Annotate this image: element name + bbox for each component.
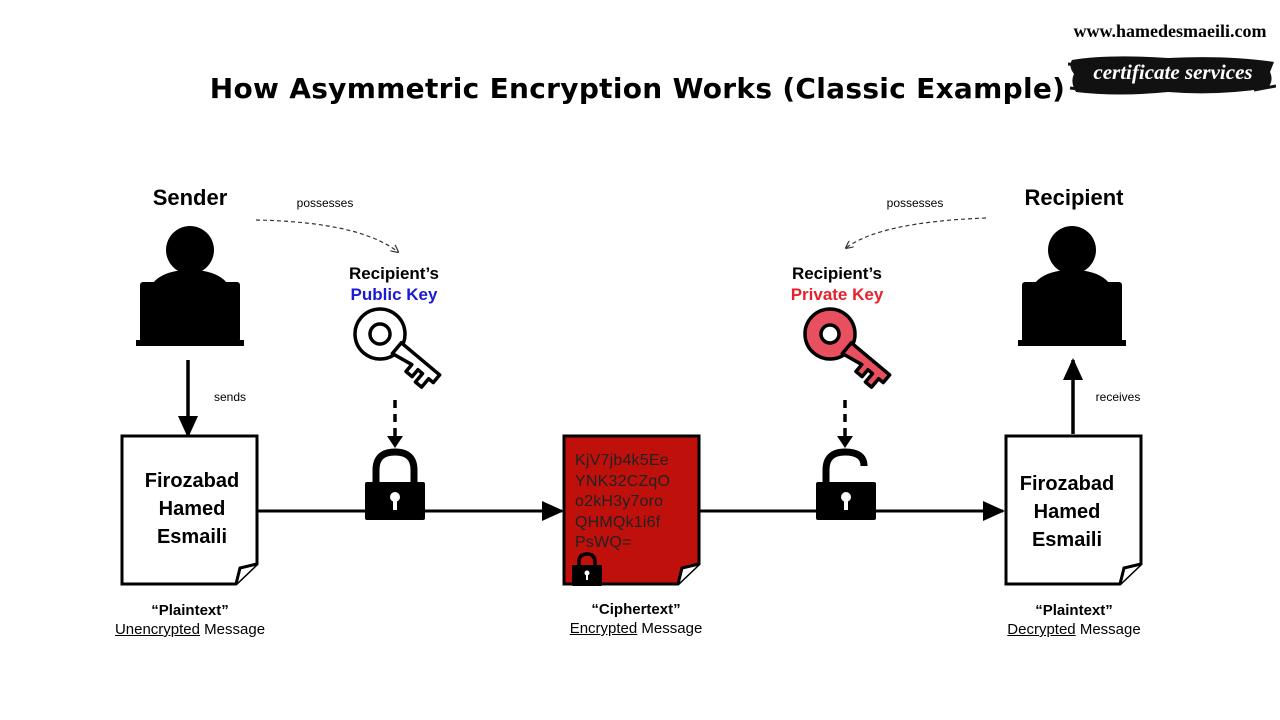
ciphertext-caption: “Ciphertext” Encrypted Message <box>526 600 746 638</box>
sender-possesses-arrow <box>255 219 398 252</box>
ciphertext-suffix: Message <box>637 620 703 637</box>
brush-banner <box>1068 56 1276 95</box>
ciphertext-line: KjV7jb4k5Ee <box>575 452 669 469</box>
plaintext-left-suffix: Message <box>200 621 266 638</box>
public-key-icon <box>353 307 442 389</box>
plaintext-right-content: Firozabad Hamed Esmaili <box>1002 470 1132 554</box>
plaintext-right-title: “Plaintext” <box>1035 602 1113 619</box>
plaintext-right-line: Hamed <box>1033 501 1101 523</box>
plaintext-left-line: Esmaili <box>156 526 228 548</box>
public-key-owner: Recipient’s <box>348 264 440 283</box>
receives-label: receives <box>1095 390 1141 404</box>
sender-user-icon <box>136 226 244 346</box>
ciphertext-document <box>562 434 701 586</box>
plaintext-document-right <box>1004 434 1143 586</box>
plaintext-left-content: Firozabad Hamed Esmaili <box>127 467 257 551</box>
plaintext-left-caption: “Plaintext” Unencrypted Message <box>80 601 300 639</box>
plaintext-left-line: Hamed <box>158 498 226 520</box>
plaintext-right-line: Esmaili <box>1031 529 1103 551</box>
closed-lock-icon <box>365 448 425 520</box>
plaintext-left-line: Firozabad <box>144 470 240 492</box>
ciphertext-line: QHMQk1i6f <box>575 513 661 531</box>
recipient-label: Recipient <box>1024 185 1124 210</box>
plaintext-left-state: Unencrypted <box>114 621 200 638</box>
plaintext-right-state: Decrypted <box>1007 621 1076 638</box>
ciphertext-state: Encrypted <box>569 620 638 637</box>
open-lock-icon <box>816 448 876 520</box>
diagram-title: How Asymmetric Encryption Works (Classic… <box>209 72 1066 105</box>
private-key-owner: Recipient’s <box>791 264 883 283</box>
ciphertext-content: KjV7jb4k5Ee YNK32CZqO o2kH3y7oro QHMQk1i… <box>575 451 695 554</box>
ciphertext-line: PsWQ= <box>575 534 632 551</box>
recipient-possesses-label: possesses <box>886 196 944 210</box>
tagline: certificate services <box>1093 60 1253 84</box>
sender-label: Sender <box>152 185 228 210</box>
private-key-name: Private Key <box>790 285 884 304</box>
private-key-label: Recipient’s Private Key <box>737 263 937 305</box>
plaintext-left-title: “Plaintext” <box>151 602 229 619</box>
website-url[interactable]: www.hamedesmaeili.com <box>1073 21 1267 41</box>
ciphertext-line: o2kH3y7oro <box>575 493 664 510</box>
public-key-name: Public Key <box>350 285 438 304</box>
ciphertext-title: “Ciphertext” <box>591 601 681 618</box>
plaintext-document-left <box>120 434 259 586</box>
recipient-possesses-arrow <box>846 217 987 248</box>
sends-label: sends <box>213 390 247 404</box>
public-key-label: Recipient’s Public Key <box>294 263 494 305</box>
plaintext-right-suffix: Message <box>1075 621 1141 638</box>
plaintext-right-line: Firozabad <box>1019 473 1115 495</box>
plaintext-right-caption: “Plaintext” Decrypted Message <box>964 601 1184 639</box>
private-key-icon <box>803 307 892 389</box>
recipient-user-icon <box>1018 226 1126 346</box>
sender-possesses-label: possesses <box>296 196 354 210</box>
ciphertext-line: YNK32CZqO <box>575 472 671 490</box>
